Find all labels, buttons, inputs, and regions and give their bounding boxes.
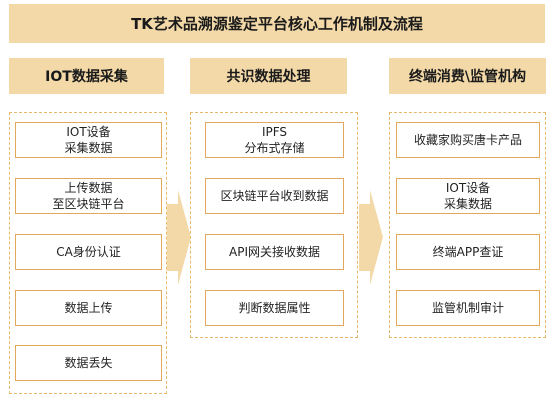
- node-line: 区块链平台收到数据: [220, 189, 329, 203]
- column-header-terminal: 终端消费\监管机构: [389, 58, 546, 94]
- node-upload-to-blockchain: 上传数据 至区块链平台: [15, 178, 162, 214]
- node-line: 至区块链平台: [52, 197, 125, 211]
- column-frame-terminal: 收藏家购买唐卡产品 IOT设备 采集数据 终端APP查证 监管机制审计: [389, 112, 546, 338]
- node-line: API网关接收数据: [229, 245, 320, 259]
- node-line: 终端APP查证: [432, 245, 504, 259]
- node-iot-collect-terminal: IOT设备 采集数据: [396, 178, 540, 214]
- node-line: 判断数据属性: [238, 301, 311, 315]
- node-line: 分布式存储: [244, 141, 305, 155]
- node-regulatory-audit: 监管机制审计: [396, 290, 540, 326]
- node-judge-attribute: 判断数据属性: [205, 290, 344, 326]
- node-line: 监管机制审计: [431, 301, 504, 315]
- node-api-gateway: API网关接收数据: [205, 234, 344, 270]
- column-header-iot: IOT数据采集: [9, 58, 164, 94]
- node-line: 收藏家购买唐卡产品: [413, 133, 522, 147]
- node-ca-auth: CA身份认证: [15, 234, 162, 270]
- node-data-loss: 数据丢失: [15, 345, 162, 381]
- node-iot-collect: IOT设备 采集数据: [15, 122, 162, 158]
- node-line: 数据丢失: [64, 356, 113, 370]
- flow-arrow-right-icon: [167, 190, 191, 285]
- node-line: 数据上传: [64, 301, 113, 315]
- node-line: IPFS: [261, 125, 288, 139]
- node-line: 采集数据: [64, 141, 113, 155]
- node-line: 上传数据: [64, 181, 113, 195]
- column-frame-consensus: IPFS 分布式存储 区块链平台收到数据 API网关接收数据 判断数据属性: [190, 112, 358, 338]
- node-line: CA身份认证: [56, 245, 121, 259]
- node-collector-purchase: 收藏家购买唐卡产品: [396, 122, 540, 158]
- node-data-upload: 数据上传: [15, 290, 162, 326]
- column-frame-iot: IOT设备 采集数据 上传数据 至区块链平台 CA身份认证 数据上传 数据丢失: [9, 112, 167, 394]
- node-line: IOT设备: [445, 181, 491, 195]
- node-line: 采集数据: [443, 197, 492, 211]
- node-blockchain-receive: 区块链平台收到数据: [205, 178, 344, 214]
- node-app-verify: 终端APP查证: [396, 234, 540, 270]
- diagram-title: TK艺术品溯源鉴定平台核心工作机制及流程: [9, 4, 545, 43]
- column-header-consensus: 共识数据处理: [190, 58, 347, 94]
- flow-arrow-right-icon: [359, 190, 383, 285]
- node-line: IOT设备: [66, 125, 111, 139]
- node-ipfs-storage: IPFS 分布式存储: [205, 122, 344, 158]
